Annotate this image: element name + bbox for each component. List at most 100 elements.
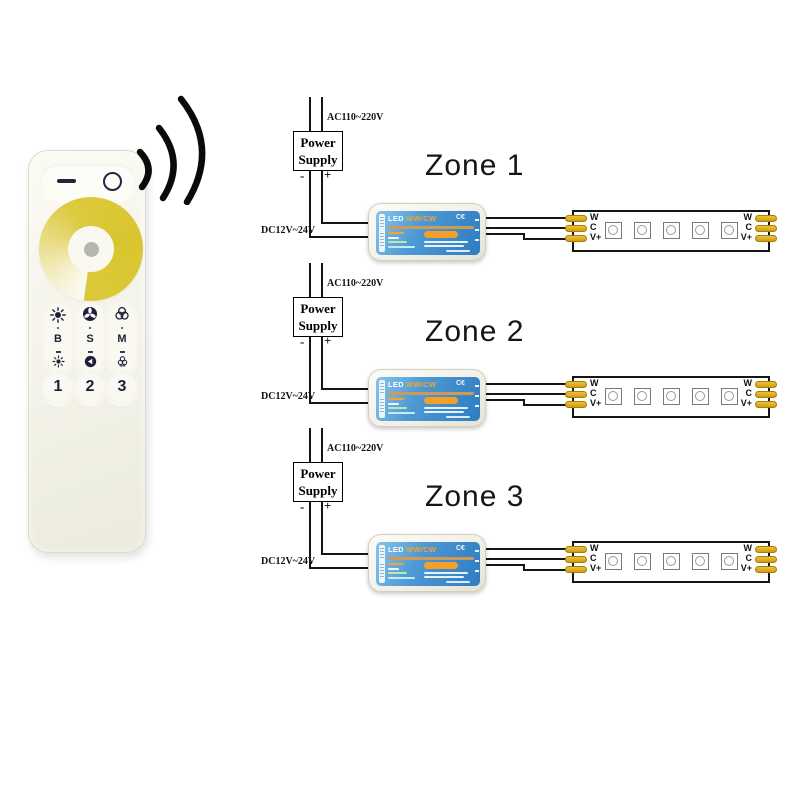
terminal-strip [379, 545, 385, 583]
dc-voltage-label: DC12V~24V [261, 225, 316, 236]
terminal-label-w: W [590, 212, 599, 222]
solder-pad-c [565, 556, 587, 563]
spec-text-line [388, 232, 404, 234]
output-terminal-mark [475, 560, 479, 562]
minus-terminal-label: - [300, 334, 305, 349]
output-wire-w [486, 217, 574, 219]
terminal-label-c: C [745, 222, 753, 232]
terminal-label-w: W [743, 543, 753, 553]
plus-terminal-label: + [324, 333, 332, 348]
led-chip [634, 222, 651, 239]
remote-top-panel [40, 164, 136, 201]
dc-plus-wire [321, 502, 323, 555]
solder-pad-c [755, 225, 777, 232]
terminal-label-c: C [590, 553, 597, 563]
output-wire-c [486, 227, 574, 229]
controller-model: WW/CW [406, 380, 437, 389]
spec-text-line [388, 411, 415, 414]
output-terminal-mark [475, 239, 479, 241]
led-chip [663, 222, 680, 239]
terminal-ticks [380, 233, 384, 248]
spec-text-line [446, 249, 470, 252]
terminal-strip [379, 380, 385, 418]
zone-title: Zone 3 [425, 480, 525, 513]
spec-text-line [388, 241, 407, 243]
output-terminal-mark [475, 395, 479, 397]
wheel-center [68, 226, 114, 272]
output-terminal-mark [475, 219, 479, 221]
led-chip [634, 553, 651, 570]
color-mix-icon [115, 306, 129, 320]
output-terminal-mark [475, 229, 479, 231]
ac-wire [321, 428, 323, 464]
marker-dash [55, 351, 61, 353]
led-chip [605, 553, 622, 570]
led-chip [605, 388, 622, 405]
output-terminal-mark [475, 550, 479, 552]
zone-1-button: 1 [53, 378, 63, 395]
model-badge [424, 397, 458, 404]
terminal-label-w: W [743, 378, 753, 388]
power-supply-line1: Power [300, 135, 336, 150]
led-chip [721, 388, 738, 405]
solder-pad-w [755, 546, 777, 553]
output-wire-w [486, 383, 574, 385]
label-divider-bar [388, 557, 474, 560]
remote-control: B S M [28, 150, 146, 553]
solder-pad-w [565, 381, 587, 388]
power-supply-box: Power Supply [293, 297, 343, 337]
output-terminal-mark [475, 570, 479, 572]
terminal-label-c: C [590, 388, 597, 398]
terminal-label-w: W [743, 212, 753, 222]
plus-terminal-label: + [324, 167, 332, 182]
dc-minus-wire [309, 402, 369, 404]
terminal-label-w: W [590, 378, 599, 388]
controller-brand: LED [388, 214, 404, 223]
solder-pad-w [565, 546, 587, 553]
spec-text-line [446, 580, 470, 583]
ac-wire [309, 428, 311, 464]
dc-plus-wire [321, 171, 323, 224]
ac-wire [321, 97, 323, 133]
solder-pad-c [565, 225, 587, 232]
controller-model: WW/CW [406, 214, 437, 223]
power-supply-line2: Supply [298, 483, 338, 498]
spec-text-line [424, 411, 464, 413]
dc-plus-wire [321, 553, 369, 555]
solder-pad-c [755, 391, 777, 398]
terminal-strip [379, 214, 385, 252]
led-controller: LED WW/CW C€ [368, 203, 486, 261]
output-terminal-mark [475, 405, 479, 407]
output-wire-w [486, 548, 574, 550]
dc-minus-wire [309, 236, 369, 238]
speed-letter: S [86, 333, 94, 345]
zone2-key-recess [74, 371, 106, 405]
spec-text-line [388, 567, 399, 570]
power-supply-line1: Power [300, 466, 336, 481]
spec-text-line [424, 572, 468, 574]
output-wire-v [486, 233, 525, 235]
output-wire-v [523, 233, 525, 240]
ac-voltage-label: AC110~220V [327, 278, 384, 289]
power-supply-line2: Supply [298, 152, 338, 167]
spec-text-line [388, 572, 407, 574]
fan-icon [83, 307, 97, 321]
marker-dash [119, 351, 125, 353]
dc-minus-wire [309, 502, 311, 569]
solder-pad-w [755, 215, 777, 222]
led-chip [605, 222, 622, 239]
dc-voltage-label: DC12V~24V [261, 556, 316, 567]
zone-3-button: 3 [117, 378, 127, 395]
terminal-label-v: V+ [740, 398, 752, 408]
ac-voltage-label: AC110~220V [327, 443, 384, 454]
output-wire-v [486, 399, 525, 401]
spec-text-line [424, 241, 468, 243]
spec-text-line [388, 563, 404, 565]
power-supply-box: Power Supply [293, 462, 343, 502]
spec-text-line [424, 407, 468, 409]
led-chip [663, 388, 680, 405]
dc-minus-wire [309, 337, 311, 404]
controller-label: LED WW/CW C€ [376, 211, 480, 255]
terminal-label-w: W [590, 543, 599, 553]
